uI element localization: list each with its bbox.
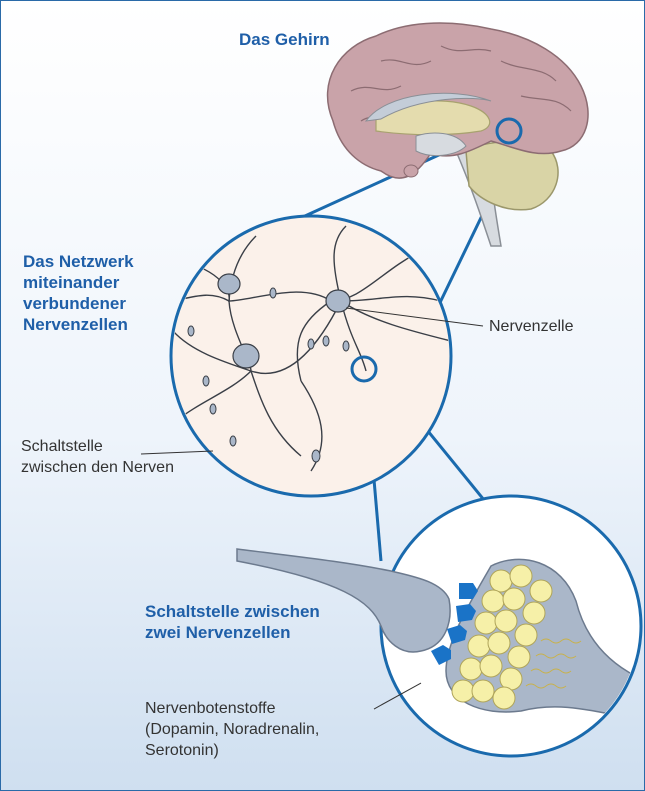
neuron-body [233,344,259,368]
neuron-network-illustration [171,216,451,496]
neurotransmitters-label: Nervenbotenstoffe (Dopamin, Noradrenalin… [145,698,319,761]
nerve-cell-label: Nervenzelle [489,316,573,337]
neuron-body [326,290,350,312]
brain-illustration [328,23,589,246]
network-circle-fill [171,216,451,496]
pituitary [404,165,418,177]
network-title: Das Netzwerk miteinander verbundener Ner… [23,251,134,335]
synapse-title: Schaltstelle zwischen zwei Nervenzellen [145,601,320,643]
neuron-body [218,274,240,294]
brain-title: Das Gehirn [239,29,330,50]
junction-label: Schaltstelle zwischen den Nerven [21,436,174,478]
